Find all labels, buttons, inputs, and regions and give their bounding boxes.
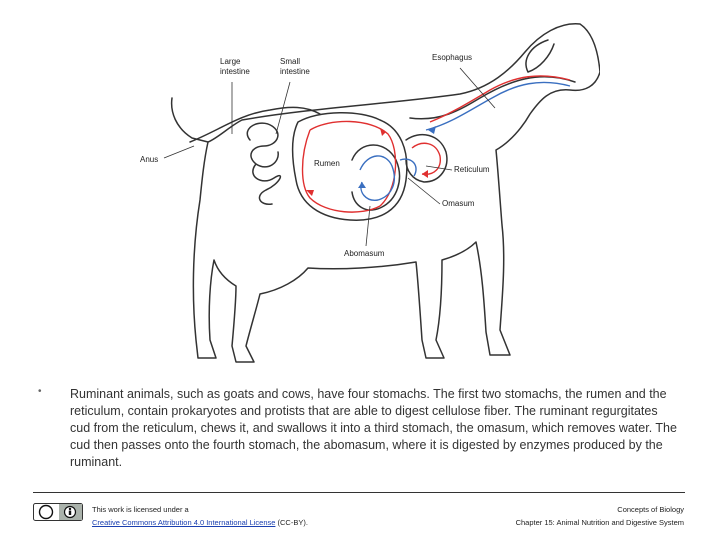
label-reticulum: Reticulum (454, 165, 490, 174)
license-link-line: Creative Commons Attribution 4.0 Interna… (92, 516, 308, 529)
reticulum-red-flow (411, 142, 441, 175)
bullet-icon: • (38, 386, 42, 397)
label-esophagus: Esophagus (432, 53, 472, 62)
goat-digestive-diagram: Large intestine Small intestine Esophagu… (140, 23, 600, 363)
chapter-title: Chapter 15: Animal Nutrition and Digesti… (515, 518, 684, 527)
reticulum-outline (405, 133, 448, 183)
abomasum-outline (351, 144, 401, 211)
rumen-outline (291, 112, 408, 221)
leader-omasum (407, 177, 441, 205)
large-intestine-outline (189, 106, 321, 143)
abomasum-blue-flow (359, 155, 396, 201)
footer-divider (33, 492, 685, 493)
red-arrow-head (380, 128, 386, 136)
label-abomasum: Abomasum (344, 249, 385, 258)
rumen-red-flow (301, 120, 397, 213)
description-paragraph: Ruminant animals, such as goats and cows… (70, 387, 677, 469)
goat-outline (170, 23, 600, 363)
label-small-intestine: Small intestine (280, 57, 310, 76)
leader-reticulum (425, 165, 453, 171)
cc-by-icon (33, 503, 83, 521)
course-info: Concepts of Biology Chapter 15: Animal N… (516, 503, 684, 529)
label-rumen: Rumen (314, 159, 340, 168)
intestine-coils (246, 122, 282, 205)
label-omasum: Omasum (442, 199, 475, 208)
leader-esophagus (459, 67, 496, 109)
red-arrow-head (306, 190, 314, 196)
leader-small-intestine (275, 81, 291, 135)
label-anus: Anus (140, 155, 158, 164)
license-text: This work is licensed under a Creative C… (92, 503, 308, 529)
license-line: This work is licensed under a (92, 505, 189, 514)
label-large-intestine: Large intestine (220, 57, 250, 76)
blue-flow-path (425, 81, 571, 131)
omasum-blue-flow (399, 158, 417, 177)
license-suffix: (CC-BY). (275, 518, 308, 527)
red-arrow-head (422, 170, 428, 178)
leader-abomasum (365, 205, 371, 247)
goat-ear (525, 39, 555, 73)
license-link[interactable]: Creative Commons Attribution 4.0 Interna… (92, 518, 276, 527)
red-flow-path (429, 75, 571, 123)
course-title: Concepts of Biology (617, 505, 684, 514)
blue-arrow-head (358, 182, 366, 188)
blue-arrow-head (428, 126, 436, 134)
leader-anus (163, 145, 195, 159)
